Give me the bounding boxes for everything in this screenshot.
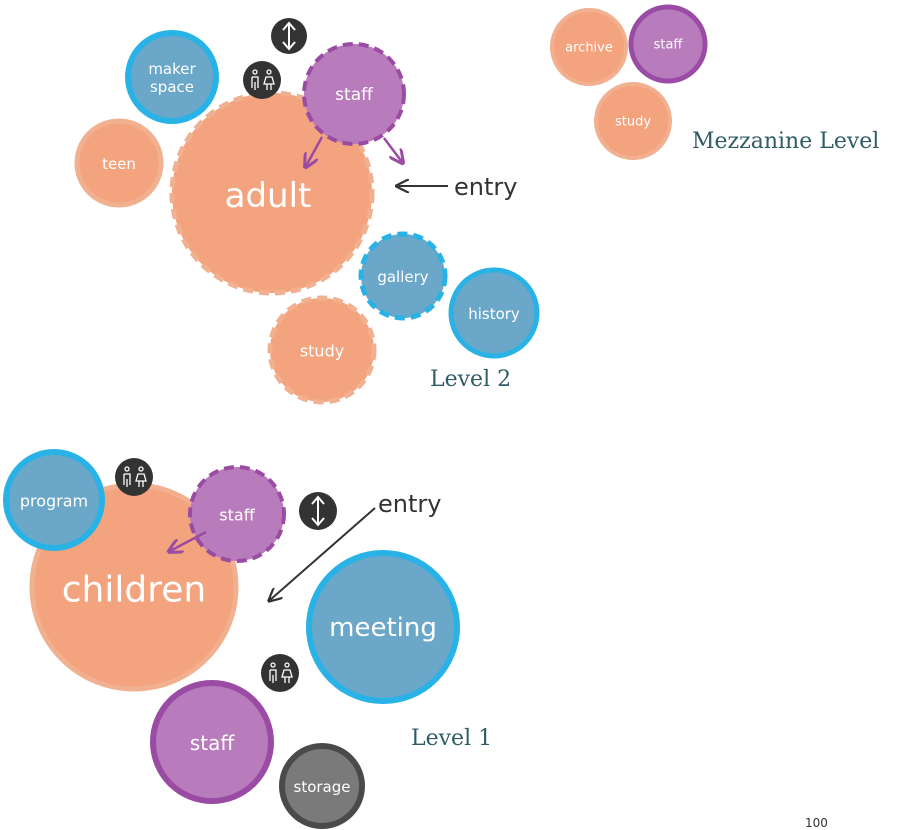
mezzanine-archive-label: archive bbox=[565, 41, 613, 56]
level1-staff-top-bubble: staff bbox=[188, 465, 286, 563]
elevator-icon bbox=[299, 492, 337, 530]
level2-staff-label: staff bbox=[335, 85, 374, 105]
level2-teen-label: teen bbox=[102, 155, 136, 173]
mezzanine-study-label: study bbox=[615, 115, 651, 130]
level2-adult-bubble: adult bbox=[169, 90, 375, 296]
level2-staff-arrow-right bbox=[383, 137, 402, 162]
restroom-icon bbox=[243, 61, 281, 99]
level2-study-bubble: study bbox=[267, 295, 377, 405]
level2-maker-label-line2: space bbox=[150, 78, 194, 96]
level2-staff-arrow-left bbox=[306, 136, 324, 166]
level1-staff-bottom-label: staff bbox=[190, 731, 236, 755]
mezzanine-level-label: Mezzanine Level bbox=[692, 129, 879, 154]
page-number: 100 bbox=[805, 816, 828, 830]
level2-staff-bubble: staff bbox=[302, 42, 406, 146]
level1-level-label: Level 1 bbox=[411, 726, 492, 751]
mezzanine-archive-bubble: archive bbox=[550, 8, 628, 86]
mezzanine-study-bubble: study bbox=[594, 82, 672, 160]
level1-children-label: children bbox=[62, 570, 206, 611]
level2-maker-label-line1: maker bbox=[148, 60, 196, 78]
level2-history-label: history bbox=[468, 305, 520, 323]
level1-program-label: program bbox=[20, 492, 88, 511]
level1-meeting-bubble: meeting bbox=[306, 550, 460, 704]
level1-group: children program staff meeting staff sto… bbox=[3, 449, 492, 829]
mezzanine-group: archive staff study Mezzanine Level bbox=[550, 4, 879, 160]
level2-entry-label: entry bbox=[454, 173, 517, 201]
level1-staff-bottom-bubble: staff bbox=[150, 680, 274, 804]
level1-staff-arrow bbox=[170, 530, 207, 551]
level2-gallery-label: gallery bbox=[377, 268, 428, 286]
restroom-icon bbox=[261, 654, 299, 692]
level1-entry-arrow bbox=[270, 507, 376, 600]
elevator-icon bbox=[271, 18, 307, 54]
restroom-icon bbox=[115, 458, 153, 496]
mezzanine-staff-bubble: staff bbox=[628, 4, 708, 84]
level2-teen-bubble: teen bbox=[74, 118, 164, 208]
level1-meeting-label: meeting bbox=[329, 613, 437, 643]
level2-level-label: Level 2 bbox=[430, 367, 511, 392]
level1-storage-bubble: storage bbox=[279, 743, 365, 829]
level2-study-label: study bbox=[300, 342, 344, 361]
level2-group: adult maker space teen staff gallery hi bbox=[74, 18, 540, 405]
level1-storage-label: storage bbox=[294, 778, 351, 796]
level2-history-bubble: history bbox=[448, 267, 540, 359]
level2-gallery-bubble: gallery bbox=[358, 231, 448, 321]
level1-staff-top-label: staff bbox=[219, 506, 255, 525]
level2-maker-space-bubble: maker space bbox=[125, 30, 219, 124]
level1-entry-label: entry bbox=[378, 490, 441, 518]
level1-program-bubble: program bbox=[3, 449, 105, 551]
mezzanine-staff-label: staff bbox=[654, 38, 684, 53]
level2-adult-label: adult bbox=[225, 176, 312, 216]
